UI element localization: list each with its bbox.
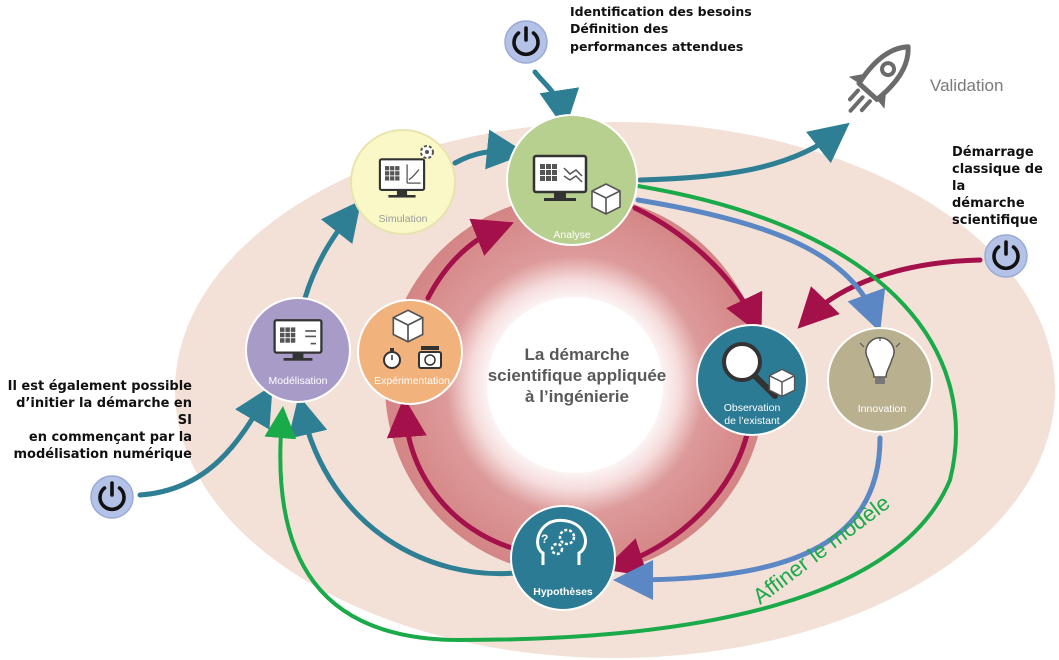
arrow-start-to-modelisation bbox=[137, 385, 273, 498]
power-icon-si[interactable] bbox=[89, 474, 135, 520]
arrow-hypotheses-to-modelisation bbox=[288, 395, 518, 577]
center-title-line3: à l’ingénierie bbox=[525, 387, 629, 406]
center-title-line2: scientifique appliquée bbox=[488, 366, 667, 385]
arrow-affiner-le-modele bbox=[264, 184, 958, 643]
gear-icon bbox=[420, 145, 434, 159]
center-title: La démarche scientifique appliquée à l’i… bbox=[488, 345, 667, 406]
node-innovation[interactable]: Innovation bbox=[827, 327, 933, 433]
besoins-label-l1: Identification des besoins bbox=[570, 4, 752, 19]
ring-center bbox=[487, 297, 663, 473]
cube-icon bbox=[768, 368, 796, 398]
scale-icon bbox=[418, 346, 442, 369]
arrow-analyse-to-validation bbox=[637, 122, 850, 183]
power-icon-demarrage[interactable] bbox=[983, 233, 1029, 279]
node-label-observation-l2: de l’existant bbox=[724, 415, 780, 427]
cube-icon bbox=[591, 183, 621, 215]
arrow-besoins-to-analyse bbox=[532, 69, 580, 130]
node-label-observation-l1: Observation bbox=[724, 402, 781, 414]
arrow-analyse-to-observation bbox=[632, 205, 763, 336]
node-simulation[interactable]: Simulation bbox=[350, 129, 456, 235]
lightbulb-icon bbox=[859, 337, 901, 384]
cube-icon bbox=[392, 309, 424, 343]
stopwatch-icon bbox=[383, 348, 401, 369]
computer-cube-icon bbox=[378, 158, 426, 199]
center-title-line1: La démarche bbox=[525, 345, 630, 364]
validation-label: Validation bbox=[930, 76, 1003, 95]
magnifier-icon bbox=[722, 342, 778, 399]
computer-cube-icon bbox=[273, 319, 323, 362]
demarrage-label: Démarrage classique de la démarche scien… bbox=[952, 145, 1043, 228]
computer-cube-icon bbox=[532, 154, 588, 203]
arrow-analyse-to-innovation bbox=[635, 197, 886, 333]
head-gears-icon: ? bbox=[536, 518, 587, 565]
node-observation[interactable]: Observation de l’existant bbox=[696, 324, 808, 436]
node-analyse[interactable]: Analyse bbox=[506, 114, 638, 246]
node-experimentation[interactable]: Expérimentation bbox=[357, 299, 463, 405]
svg-text:?: ? bbox=[541, 532, 548, 546]
arrow-experimentation-to-analyse bbox=[425, 218, 514, 301]
node-label-modelisation: Modélisation bbox=[269, 375, 328, 387]
arrow-simulation-to-analyse bbox=[452, 129, 527, 170]
arrow-hypotheses-to-experimentation bbox=[386, 397, 515, 551]
besoins-label: Identification des besoins Définition de… bbox=[570, 4, 752, 54]
node-hypotheses[interactable]: ? Hypothèses bbox=[510, 505, 616, 611]
arrow-modelisation-to-simulation bbox=[302, 200, 362, 301]
arrow-innovation-to-hypotheses bbox=[613, 435, 883, 600]
power-icon-besoins[interactable] bbox=[503, 19, 549, 65]
node-label-experimentation: Expérimentation bbox=[374, 375, 450, 387]
besoins-label-l2: Définition des bbox=[570, 21, 668, 36]
node-label-simulation: Simulation bbox=[378, 213, 427, 225]
besoins-label-l3: performances attendues bbox=[570, 39, 743, 54]
arrow-observation-to-hypotheses bbox=[603, 427, 751, 577]
rocket-icon bbox=[847, 44, 911, 113]
node-modelisation[interactable]: Modélisation bbox=[245, 297, 351, 403]
node-label-analyse: Analyse bbox=[553, 229, 591, 241]
node-label-hypotheses: Hypothèses bbox=[533, 586, 593, 598]
si-start-label: Il est également possible d’initier la d… bbox=[7, 379, 192, 462]
node-label-innovation: Innovation bbox=[858, 403, 907, 415]
